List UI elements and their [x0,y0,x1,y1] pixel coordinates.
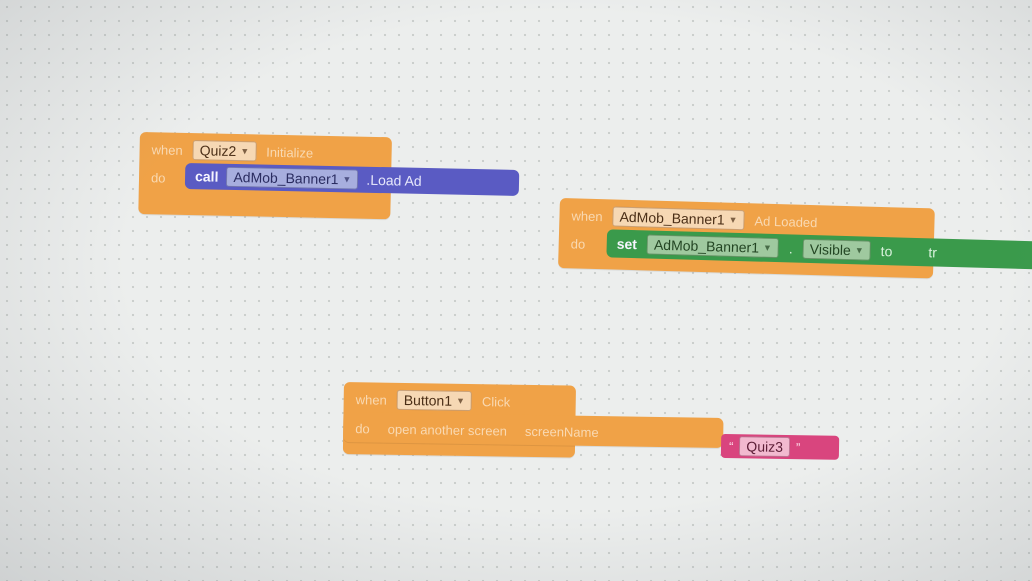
do-row: do [570,232,586,254]
quote-open: “ [728,438,734,454]
chevron-down-icon: ▼ [762,242,773,253]
event-name: Initialize [266,144,314,161]
text-string-block[interactable]: “ Quiz3 ” [720,433,840,460]
when-keyword: when [355,391,387,408]
value-text: tr [928,244,938,261]
component-dropdown[interactable]: Button1 ▼ [396,389,473,412]
do-row: do open another screen screenName [355,417,599,443]
chevron-down-icon: ▼ [240,146,250,157]
chevron-down-icon: ▼ [854,245,864,256]
chevron-down-icon: ▼ [728,214,738,225]
component-name: Quiz2 [199,142,237,160]
property-name: Visible [809,240,852,259]
component-name: AdMob_Banner1 [619,208,725,228]
chevron-down-icon: ▼ [455,395,466,406]
component-name: AdMob_Banner1 [233,168,339,188]
event-header-row: when Button1 ▼ Click [356,388,511,412]
do-keyword: do [355,420,370,436]
quote-close: ” [795,439,801,455]
do-keyword: do [570,235,586,252]
procedure-name: open another screen [387,421,508,439]
event-name: Click [481,393,511,410]
call-keyword: call [194,168,219,185]
do-row: do [151,166,166,188]
text-value: Quiz3 [746,438,784,455]
component-name: Button1 [403,391,453,409]
when-keyword: when [151,141,183,158]
component-dropdown[interactable]: AdMob_Banner1 ▼ [612,206,745,231]
chevron-down-icon: ▼ [342,174,352,185]
text-value-field[interactable]: Quiz3 [739,436,791,458]
set-keyword: set [616,235,638,253]
parameter-name: screenName [524,423,599,440]
when-keyword: when [571,207,603,224]
property-dropdown[interactable]: Visible ▼ [802,238,871,261]
component-dropdown[interactable]: Quiz2 ▼ [192,140,257,162]
component-dropdown[interactable]: AdMob_Banner1 ▼ [226,166,359,190]
event-name: Ad Loaded [754,212,818,230]
component-dropdown[interactable]: AdMob_Banner1 ▼ [646,234,780,259]
do-keyword: do [150,169,166,186]
dot-separator: . [788,240,794,257]
event-header-row: when Quiz2 ▼ Initialize [151,138,313,163]
to-keyword: to [880,242,893,260]
method-name: .Load Ad [366,171,422,189]
component-name: AdMob_Banner1 [653,236,760,256]
